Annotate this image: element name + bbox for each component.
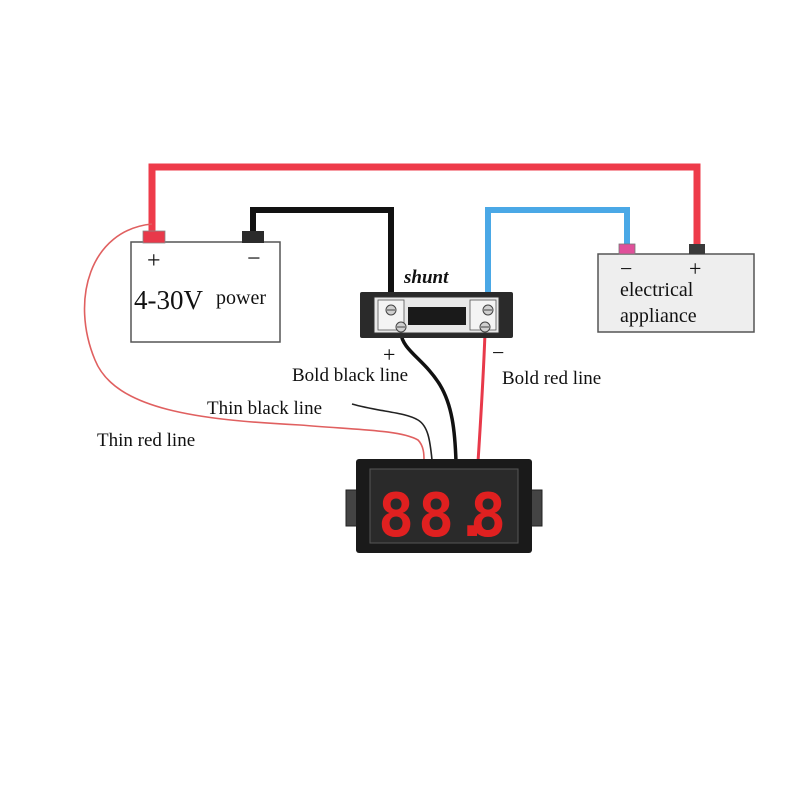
bold-red-wire [476,332,487,463]
thin-red-line-label: Thin red line [97,430,195,451]
meter-digit-1: 8 [378,481,414,551]
black-wire-main [250,207,394,300]
appliance-minus-sign: − [620,256,632,281]
shunt-label: shunt [403,267,449,288]
power-source-box [130,241,281,343]
shunt-right-screw-bottom [479,321,491,333]
shunt-left-screw-top [385,304,397,316]
shunt-center-bar [408,307,466,325]
power-minus-sign: − [247,246,261,272]
thin-black-wire [351,403,433,461]
appliance-plus-sign: + [689,256,701,281]
power-plus-terminal [142,230,166,244]
power-minus-terminal [242,231,264,243]
meter-digit-2: 8. [418,481,490,551]
thin-red-wire [83,223,425,461]
appliance-label-line2: appliance [620,305,697,327]
appliance-minus-terminal [618,243,636,255]
shunt-left-screw-bottom [395,321,407,333]
bold-red-line-label: Bold red line [502,368,601,389]
appliance-label-line1: electrical [620,279,694,301]
meter-digit-3: 8 [470,481,506,551]
bold-black-line-label: Bold black line [292,365,408,386]
shunt-plus-sign: + [383,342,395,367]
power-voltage-label: 4-30V [134,285,203,315]
bold-black-wire [399,332,458,463]
meter-screen [369,468,519,544]
power-plus-sign: + [147,248,161,274]
shunt-minus-sign: − [492,340,504,365]
shunt-right-screw-top [482,304,494,316]
thin-black-line-label: Thin black line [207,398,322,419]
appliance-plus-terminal [689,244,705,254]
appliance-box [597,253,755,333]
blue-wire-main [485,207,630,300]
red-wire-main [148,163,701,248]
power-label: power [216,287,266,309]
